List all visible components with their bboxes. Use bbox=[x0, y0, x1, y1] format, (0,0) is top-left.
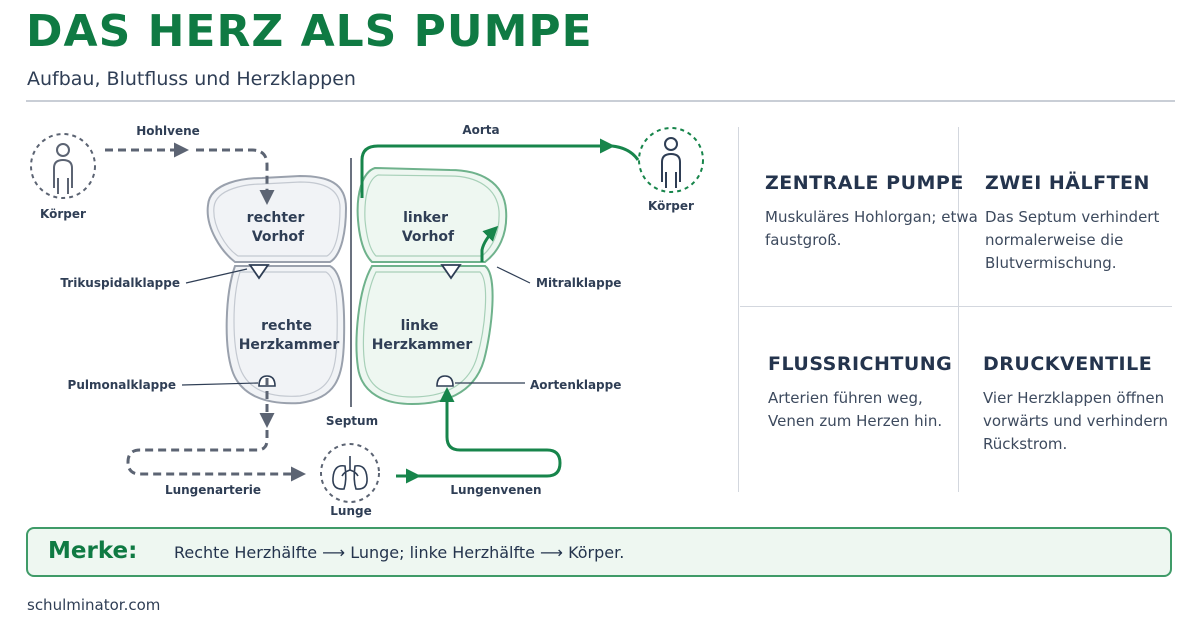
left-ventricle-label: linke Herzkammer bbox=[372, 318, 473, 353]
merke-label: Merke: bbox=[48, 538, 138, 564]
left-atrium-label: linker Vorhof bbox=[402, 210, 455, 245]
lungenvenen-arrow-2 bbox=[418, 387, 562, 478]
left-ventricle-label-line2: Herzkammer bbox=[372, 337, 473, 353]
tricuspid-valve-icon bbox=[248, 264, 270, 280]
body-right-icon bbox=[638, 127, 704, 193]
left-atrium-label-line1: linker bbox=[403, 210, 448, 226]
body-left-label: Körper bbox=[40, 207, 86, 221]
right-ventricle-label-line2: Herzkammer bbox=[239, 337, 340, 353]
right-atrium-label-line2: Vorhof bbox=[252, 229, 305, 245]
info-divider-left bbox=[738, 127, 739, 492]
lung-label: Lunge bbox=[330, 504, 371, 518]
merke-text: Rechte Herzhälfte ⟶ Lunge; linke Herzhäl… bbox=[174, 543, 625, 562]
info-card-zwei-haelften: ZWEI HÄLFTEN Das Septum verhindert norma… bbox=[985, 172, 1165, 275]
right-atrium-inner bbox=[213, 181, 341, 257]
info-divider-middle bbox=[740, 306, 1172, 307]
right-ventricle-label-line1: rechte bbox=[261, 318, 312, 334]
pulmonary-leader bbox=[181, 382, 259, 386]
info-card-text: Arterien führen weg, Venen zum Herzen hi… bbox=[768, 389, 943, 430]
page-title: DAS HERZ ALS PUMPE bbox=[26, 6, 593, 57]
footer-source: schulminator.com bbox=[27, 596, 161, 614]
left-atrium-label-line2: Vorhof bbox=[402, 229, 455, 245]
info-card-flussrichtung: FLUSSRICHTUNG Arterien führen weg, Venen… bbox=[768, 353, 953, 433]
mitral-flow-arrow bbox=[480, 225, 499, 262]
tricuspid-leader bbox=[185, 268, 248, 284]
left-ventricle-shape bbox=[355, 265, 494, 406]
aortic-label: Aortenklappe bbox=[530, 378, 621, 392]
info-card-text: Das Septum verhindert normalerweise die … bbox=[985, 208, 1160, 272]
right-atrium-label: rechter Vorhof bbox=[247, 210, 310, 245]
mitral-valve-icon bbox=[440, 264, 462, 280]
info-card-text: Vier Herzklappen öffnen vorwärts und ver… bbox=[983, 389, 1168, 453]
septum-label: Septum bbox=[326, 414, 378, 428]
lungenvenen-label: Lungenvenen bbox=[450, 483, 541, 497]
info-divider-center bbox=[958, 127, 959, 492]
lungenarterie-label: Lungenarterie bbox=[165, 483, 261, 497]
info-card-title: ZWEI HÄLFTEN bbox=[985, 172, 1150, 194]
left-ventricle-inner bbox=[362, 271, 487, 398]
info-card-title: ZENTRALE PUMPE bbox=[765, 172, 964, 194]
merke-box: Merke: Rechte Herzhälfte ⟶ Lunge; linke … bbox=[26, 527, 1172, 577]
left-ventricle-label-line1: linke bbox=[401, 318, 439, 334]
aorta-label: Aorta bbox=[462, 123, 499, 137]
body-left-icon bbox=[30, 133, 96, 199]
lungenarterie-arrow-2 bbox=[126, 430, 306, 482]
tricuspid-label: Trikuspidalklappe bbox=[60, 276, 180, 290]
header-divider bbox=[26, 100, 1175, 102]
info-card-title: DRUCKVENTILE bbox=[983, 353, 1153, 375]
right-ventricle-label: rechte Herzkammer bbox=[239, 318, 340, 353]
page-subtitle: Aufbau, Blutfluss und Herzklappen bbox=[27, 68, 356, 90]
info-card-text: Muskuläres Hohlorgan; etwa faustgroß. bbox=[765, 208, 978, 249]
right-ventricle-shape bbox=[225, 265, 346, 405]
right-ventricle-inner bbox=[233, 271, 338, 397]
aortic-valve-icon bbox=[436, 375, 454, 387]
mitral-leader bbox=[496, 266, 531, 284]
info-card-druckventile: DRUCKVENTILE Vier Herzklappen öffnen vor… bbox=[983, 353, 1169, 456]
right-atrium-label-line1: rechter bbox=[247, 210, 305, 226]
info-card-title: FLUSSRICHTUNG bbox=[768, 353, 953, 375]
heart-diagram: Körper Körper Lunge Septum rechter Vorho… bbox=[30, 123, 704, 518]
mitral-label: Mitralklappe bbox=[536, 276, 621, 290]
hohlvene-arrow-2 bbox=[196, 148, 275, 205]
aorta-arrow-1 bbox=[360, 138, 615, 198]
hohlvene-label: Hohlvene bbox=[136, 124, 200, 138]
right-atrium-shape bbox=[206, 174, 348, 263]
left-atrium-shape bbox=[356, 166, 508, 263]
pulmonary-label: Pulmonalklappe bbox=[68, 378, 176, 392]
lung-icon bbox=[320, 443, 380, 503]
body-right-label: Körper bbox=[648, 199, 694, 213]
info-card-zentrale-pumpe: ZENTRALE PUMPE Muskuläres Hohlorgan; etw… bbox=[765, 172, 983, 252]
aorta-arrow-2 bbox=[611, 144, 640, 161]
